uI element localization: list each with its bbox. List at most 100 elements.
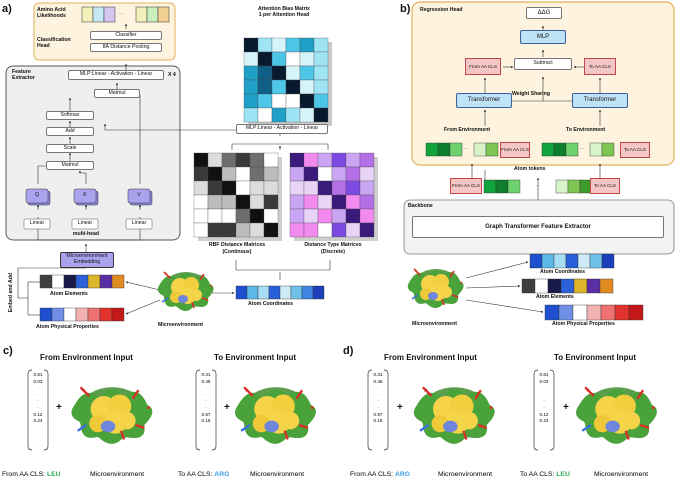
matrix-cell — [193, 180, 209, 196]
vector-entry: 0.24 — [539, 418, 549, 424]
vector-entry: · — [543, 398, 545, 404]
matrix-cell — [257, 37, 273, 53]
panel-label-b: b) — [400, 3, 411, 15]
vector-entry: · — [37, 385, 39, 391]
matrix-cell — [299, 79, 315, 95]
vector-entry: · — [543, 404, 545, 410]
matrix-cell — [243, 93, 259, 109]
matrix-cell — [299, 65, 315, 81]
matrix-cell — [221, 194, 237, 210]
c-from-cls-label: From AA CLS: LEU — [2, 471, 61, 478]
matrix-cell — [285, 51, 301, 67]
matrix-cell — [317, 152, 333, 168]
vector-entry: 0.31 — [373, 372, 383, 377]
matrix-cell — [317, 180, 333, 196]
vector-entry: 0.31 — [201, 372, 211, 377]
atom-physical-vector-b — [544, 304, 644, 321]
delta-g-box: ΔΔG — [526, 7, 562, 19]
matrix-cell — [303, 222, 319, 238]
vector-entry: 0.81 — [33, 372, 43, 377]
vector-entry: 0.97 — [201, 411, 211, 417]
to-aa-cls-input: To AA CLS — [590, 178, 620, 194]
linear-q-label: Linear — [29, 220, 45, 226]
matrix-cell — [235, 152, 251, 168]
vector-entry: · — [543, 385, 545, 391]
matrix-cell — [263, 222, 279, 238]
regression-head-label: Regression Head — [420, 7, 463, 13]
matmul-top-box: Matmul — [94, 89, 140, 98]
panel-label-a: a) — [2, 3, 12, 15]
atom-coordinate-vector-b — [529, 253, 615, 269]
likelihood-vector — [81, 6, 170, 23]
matrix-cell — [317, 194, 333, 210]
matrix-cell — [317, 208, 333, 224]
vector-entry: · — [205, 391, 207, 397]
matrix-cell — [303, 166, 319, 182]
matrix-cell — [257, 65, 273, 81]
d-plus-to: + — [563, 402, 569, 413]
matrix-cell — [235, 222, 251, 238]
k-label: K — [83, 192, 87, 198]
matrix-cell — [359, 194, 375, 210]
weight-sharing-label: Weight Sharing — [512, 91, 550, 97]
vector-entry: · — [37, 404, 39, 410]
vector-entry: · — [37, 391, 39, 397]
matrix-cell — [193, 152, 209, 168]
matrix-cell — [345, 194, 361, 210]
matrix-cell — [359, 152, 375, 168]
matrix-cell — [313, 107, 329, 123]
vector-entry: 0.81 — [539, 372, 549, 377]
matrix-cell — [345, 166, 361, 182]
scale-box: Scale — [46, 144, 94, 153]
from-token-ellipsis: ... — [464, 145, 468, 150]
vector-entry: · — [377, 398, 379, 404]
matrix-cell — [249, 222, 265, 238]
classifier-box: Classifier — [90, 31, 162, 40]
to-environment-label: To Environment — [566, 127, 606, 133]
graph-transformer-box: Graph Transformer Feature Extractor — [412, 216, 664, 238]
panel-label-d: d) — [343, 345, 354, 357]
matrix-cell — [243, 37, 259, 53]
matrix-cell — [285, 37, 301, 53]
matrix-cell — [313, 79, 329, 95]
matrix-cell — [243, 65, 259, 81]
distance-type-title: Distance Type Matrices — [304, 242, 362, 248]
amino-acid-likelihoods-label: Amino Acid Likelihoods — [37, 7, 66, 19]
matrix-cell — [303, 208, 319, 224]
atom-token-vectors — [483, 179, 593, 194]
c-plus-to: + — [224, 402, 230, 413]
matrix-cell — [263, 152, 279, 168]
matrix-cell — [221, 166, 237, 182]
qkv-stacks — [23, 188, 153, 230]
classification-head-label: Classification Head — [37, 37, 71, 49]
d-plus-from: + — [397, 402, 403, 413]
vector-entry: 0.45 — [201, 378, 211, 384]
matrix-cell — [313, 65, 329, 81]
attention-bias-matrix — [243, 37, 332, 126]
atom-token-ellipsis: ... — [536, 182, 540, 187]
matrix-cell — [263, 208, 279, 224]
atom-physical-vector — [39, 307, 125, 322]
matmul-box: Matmul — [46, 161, 94, 170]
from-aa-cls-token: From AA CLS — [500, 142, 530, 158]
attention-bias-title: Attention Bias Matrix — [258, 6, 310, 12]
repeat-label: X 4 — [168, 72, 176, 78]
distance-pooling-box: 8Å Distance Pooling — [90, 43, 162, 52]
matrix-cell — [207, 166, 223, 182]
vector-entry: 0.45 — [373, 378, 383, 384]
matrix-cell — [331, 194, 347, 210]
matrix-cell — [271, 107, 287, 123]
vector-entry: · — [205, 404, 207, 410]
microenvironment-label-b: Microenvironment — [412, 321, 457, 327]
matrix-cell — [257, 79, 273, 95]
matrix-cell — [193, 208, 209, 224]
matrix-cell — [221, 180, 237, 196]
microenvironment-structure-b — [406, 268, 465, 309]
d-to-aa: LEU — [556, 471, 570, 478]
mlp-box: MLP — [520, 30, 566, 44]
matrix-cell — [221, 208, 237, 224]
matrix-cell — [331, 222, 347, 238]
d-to-cls-label: To AA CLS: LEU — [520, 471, 570, 478]
